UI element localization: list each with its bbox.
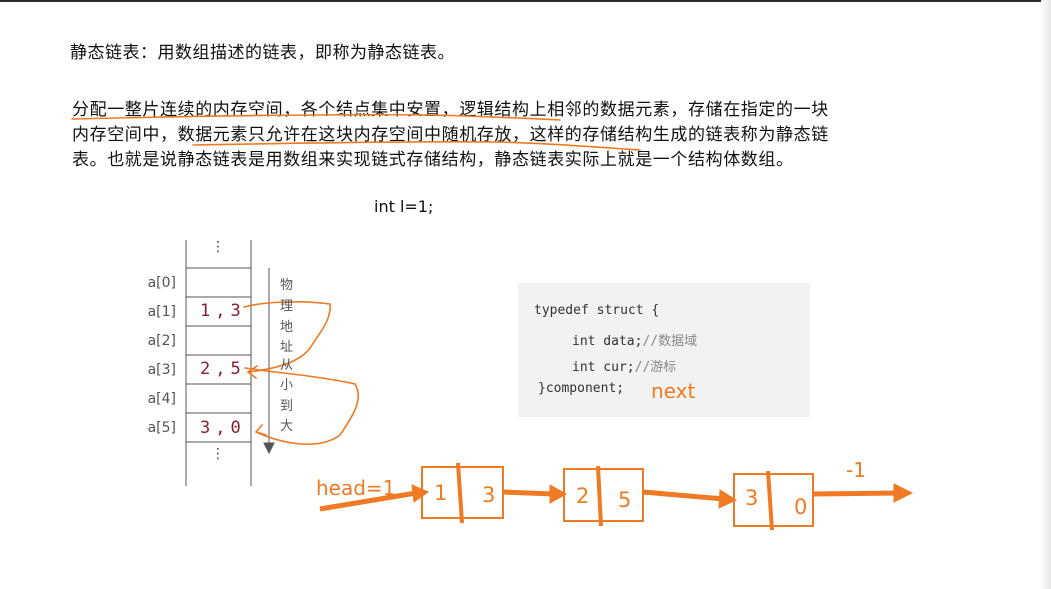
head-annotation: head=1 (316, 476, 396, 500)
label-a3: a[3] (147, 362, 176, 378)
paragraph-line-3: 表。也就是说静态链表是用数组来实现链式存储结构，静态链表实际上就是一个结构体数组… (72, 150, 794, 170)
dir-char-4: 址 (280, 340, 294, 355)
node-3-cur: 0 (794, 495, 808, 519)
node-2-data: 2 (576, 484, 590, 508)
paragraph-line-2: 内存空间中，数据元素只允许在这块内存空间中随机存放，这样的存储结构生成的链表称为… (72, 125, 829, 145)
cell-a3-value: 2,5 (200, 359, 246, 379)
code-line-2-comment: //数据域 (642, 334, 698, 349)
next-annotation: next (651, 379, 696, 403)
label-a5: a[5] (147, 420, 176, 436)
dir-char-1: 物 (280, 278, 294, 293)
label-a0: a[0] (147, 275, 176, 291)
window-top-border (0, 0, 1051, 2)
window-edge-shade (1041, 0, 1051, 589)
dir-char-6: 小 (280, 378, 294, 393)
code-line-1: typedef struct { (534, 303, 660, 318)
cell-a5-value: 3,0 (200, 418, 246, 438)
node-1-data: 1 (434, 481, 448, 505)
code-line-3: int cur;//游标 (572, 356, 676, 375)
label-a2: a[2] (147, 333, 176, 349)
code-line-4: }component; (538, 381, 625, 396)
node-1-cur: 3 (482, 483, 496, 507)
cell-a1-value: 1,3 (200, 301, 246, 321)
struct-code-block (518, 283, 810, 417)
bottom-ellipsis: ⋮ (211, 446, 225, 462)
dir-char-2: 理 (280, 299, 294, 314)
dir-char-5: 从 (280, 358, 294, 373)
code-line-3-comment: //游标 (634, 360, 677, 375)
node-arrows (319, 483, 914, 512)
end-annotation: -1 (846, 458, 866, 482)
code-declaration: int l=1; (374, 197, 434, 216)
label-a4: a[4] (147, 391, 176, 407)
label-a1: a[1] (147, 304, 176, 320)
code-line-3-code: int cur; (572, 360, 635, 375)
page-title: 静态链表：用数组描述的链表，即称为静态链表。 (70, 43, 455, 63)
top-ellipsis: ⋮ (211, 239, 225, 255)
memory-column (185, 240, 252, 486)
node-3-data: 3 (745, 486, 759, 510)
code-line-2-code: int data; (572, 334, 643, 349)
code-line-2: int data;//数据域 (572, 330, 697, 349)
node-2-cur: 5 (618, 488, 632, 512)
description-paragraph: 分配一整片连续的内存空间，各个结点集中安置，逻辑结构上相邻的数据元素，存储在指定… (72, 98, 952, 173)
address-arrow (263, 268, 275, 455)
dir-char-7: 到 (280, 399, 294, 414)
dir-char-8: 大 (280, 419, 294, 434)
dir-char-3: 地 (280, 320, 294, 335)
